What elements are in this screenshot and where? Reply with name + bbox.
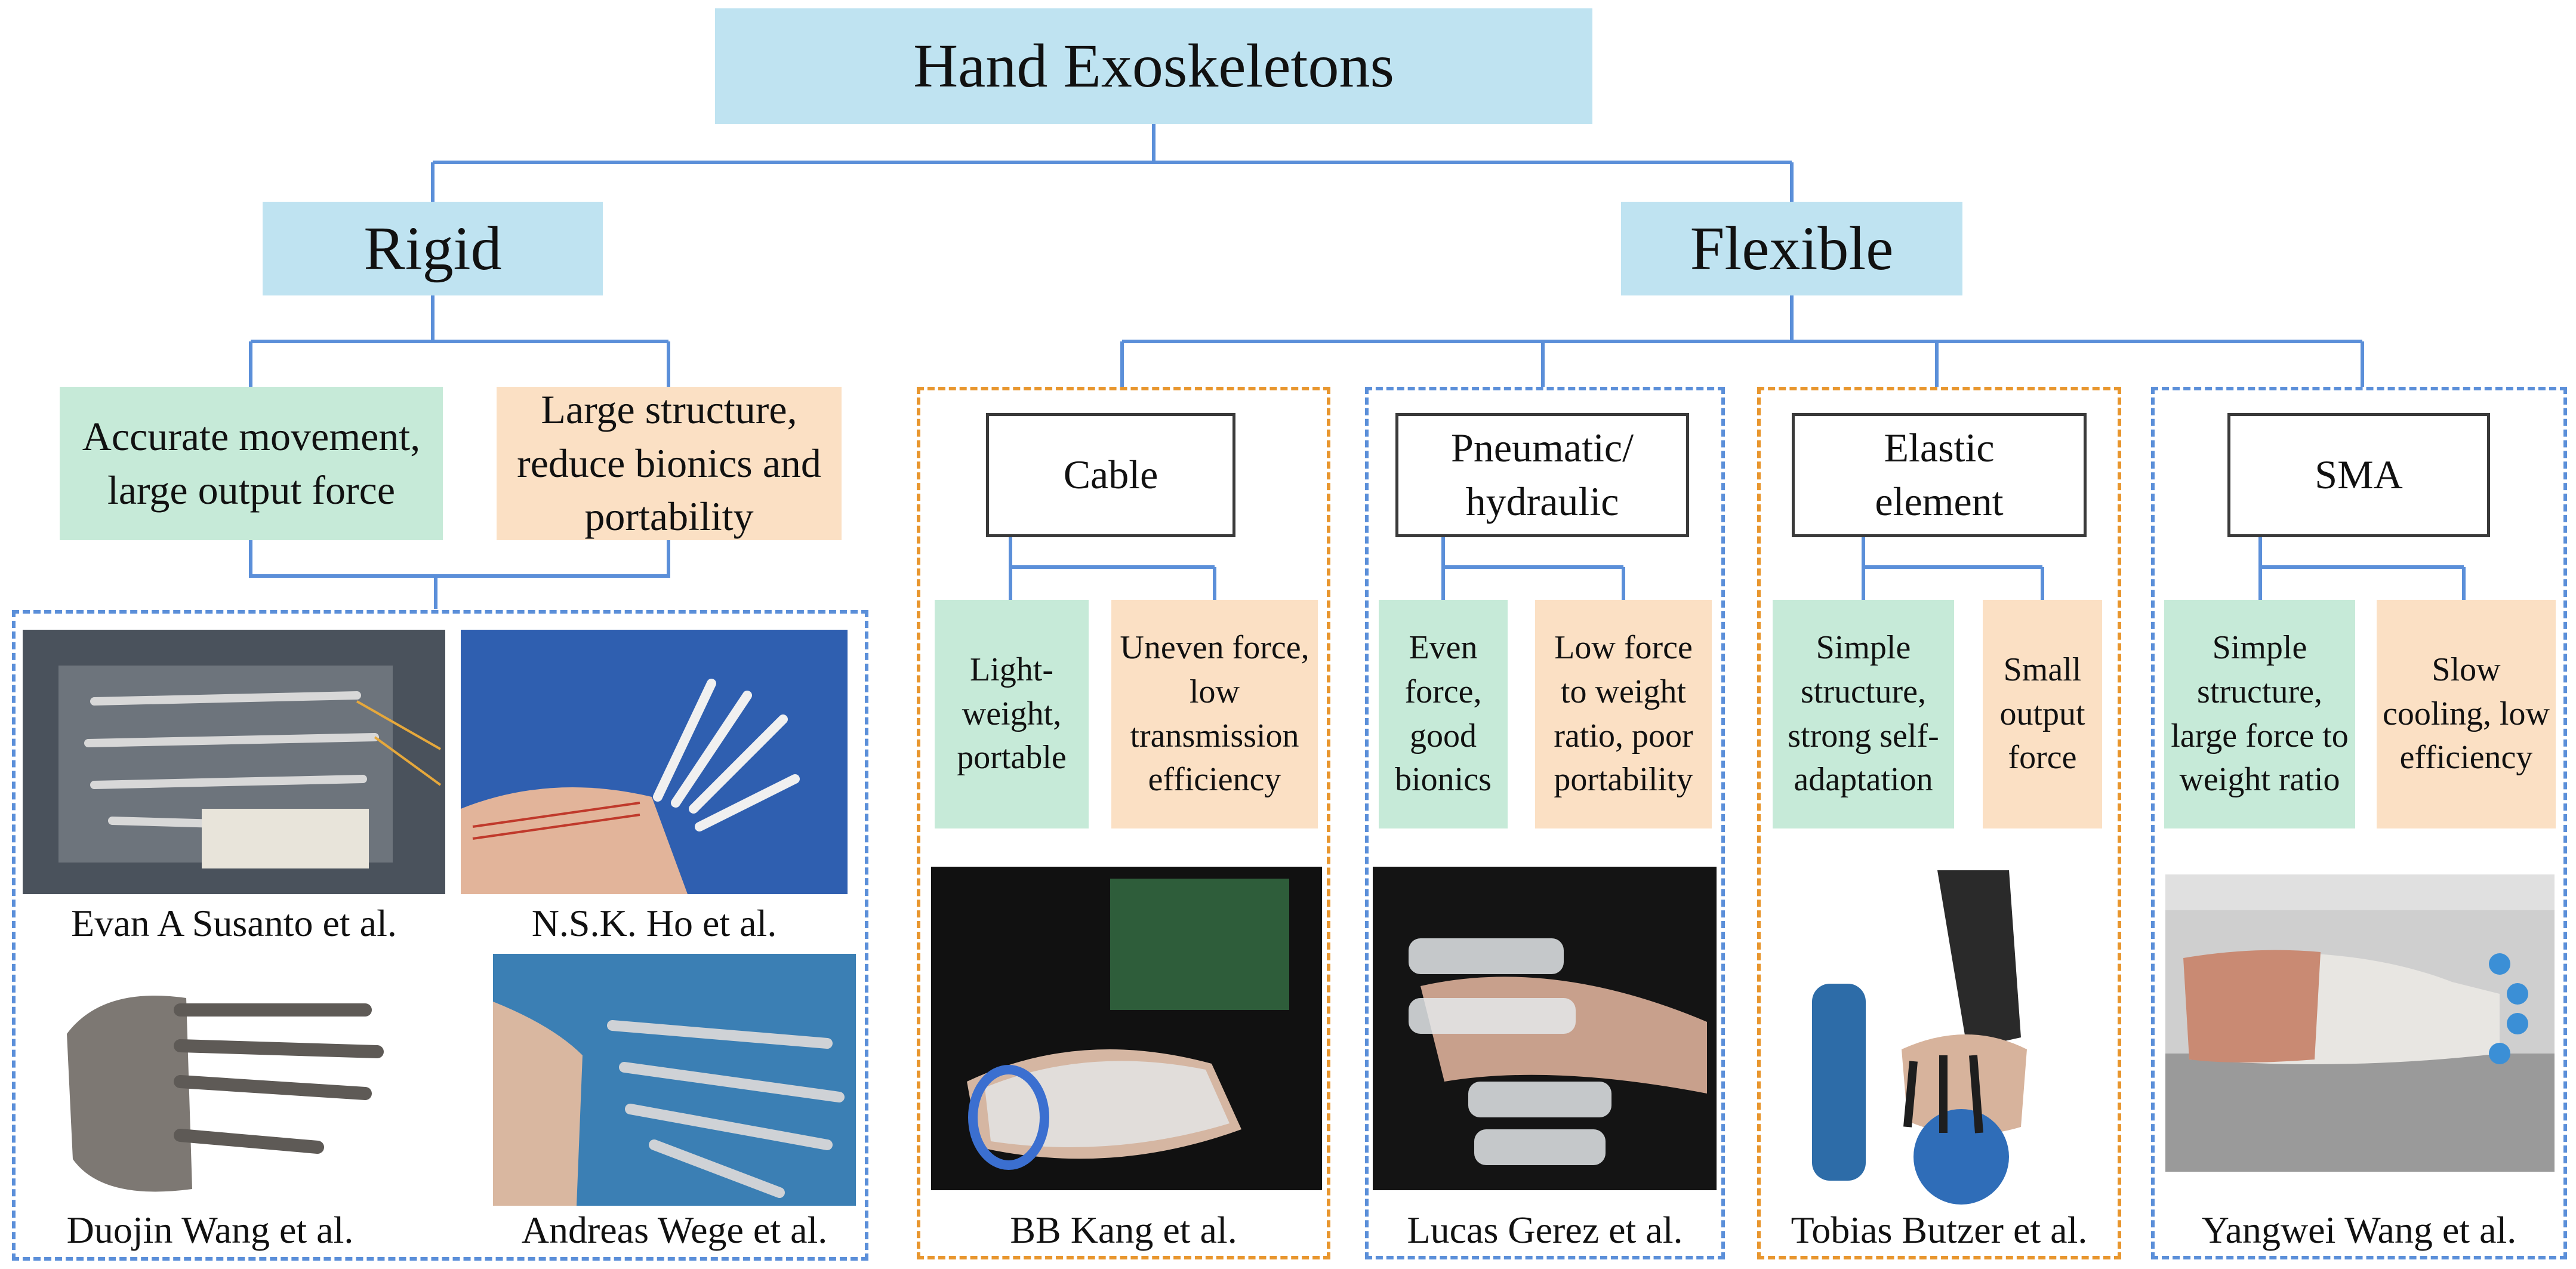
- elastic-node: Elastic element: [1792, 413, 2087, 537]
- sma-label: SMA: [2315, 452, 2403, 498]
- rigid-node: Rigid: [263, 202, 603, 295]
- pneumatic-advantage-text: Even force, good bionics: [1395, 629, 1492, 799]
- rigid-photo-wang: [31, 962, 389, 1207]
- caption-gerez: Lucas Gerez et al.: [1407, 1209, 1683, 1251]
- rigid-advantage-box: Accurate movement, large output force: [60, 387, 443, 540]
- sma-panel: [2151, 387, 2567, 1259]
- caption-wege: Andreas Wege et al.: [521, 1209, 828, 1251]
- caption-ho: N.S.K. Ho et al.: [531, 902, 777, 944]
- caption-yangwei-wang: Yangwei Wang et al.: [2201, 1209, 2517, 1251]
- connector-elastic: [1862, 537, 2044, 600]
- sma-photo-yangwei-wang: [2165, 874, 2555, 1172]
- rigid-examples-panel: [12, 610, 868, 1261]
- cable-disadvantage-text: Uneven force, low transmission efficienc…: [1120, 629, 1309, 799]
- cable-node: Cable: [986, 413, 1235, 537]
- connector-sma: [2258, 537, 2466, 600]
- pneumatic-node: Pneumatic/ hydraulic: [1395, 413, 1689, 537]
- rigid-photo-ho: [461, 630, 848, 894]
- pneumatic-photo-gerez: [1373, 867, 1717, 1190]
- cable-label: Cable: [1063, 452, 1158, 498]
- sma-disadvantage-box: Slow cooling, low efficiency: [2377, 600, 2556, 828]
- pneumatic-disadvantage-box: Low force to weight ratio, poor portabil…: [1535, 600, 1712, 828]
- elastic-photo-butzer: [1770, 846, 2110, 1211]
- cable-advantage-text: Light-weight, portable: [957, 651, 1067, 777]
- sma-node: SMA: [2227, 413, 2490, 537]
- elastic-panel: [1757, 387, 2121, 1259]
- rigid-photo-susanto: [23, 630, 445, 894]
- sma-advantage-text: Simple structure, large force to weight …: [2171, 629, 2349, 799]
- elastic-advantage-box: Simple structure, strong self-adaptation: [1773, 600, 1954, 828]
- caption-kang: BB Kang et al.: [1010, 1209, 1237, 1251]
- cable-advantage-box: Light-weight, portable: [935, 600, 1089, 828]
- elastic-disadvantage-box: Small output force: [1983, 600, 2102, 828]
- sma-disadvantage-text: Slow cooling, low efficiency: [2383, 651, 2550, 777]
- root-label: Hand Exoskeletons: [913, 32, 1394, 101]
- elastic-advantage-text: Simple structure, strong self-adaptation: [1788, 629, 1939, 799]
- pneumatic-label: Pneumatic/ hydraulic: [1451, 425, 1634, 524]
- caption-duojin-wang: Duojin Wang et al.: [66, 1209, 354, 1251]
- pneumatic-panel: [1365, 387, 1725, 1259]
- root-node: Hand Exoskeletons: [715, 8, 1592, 124]
- flexible-node: Flexible: [1621, 202, 1962, 295]
- elastic-label: Elastic element: [1875, 425, 2004, 524]
- rigid-disadvantage-box: Large structure, reduce bionics and port…: [497, 387, 842, 540]
- pneumatic-advantage-box: Even force, good bionics: [1379, 600, 1508, 828]
- caption-butzer: Tobias Butzer et al.: [1791, 1209, 2088, 1251]
- rigid-photo-wege: [493, 954, 856, 1206]
- rigid-disadvantage-text: Large structure, reduce bionics and port…: [517, 386, 821, 540]
- rigid-label: Rigid: [363, 214, 502, 283]
- cable-disadvantage-box: Uneven force, low transmission efficienc…: [1111, 600, 1318, 828]
- connector-flexible: [1120, 295, 2364, 387]
- connector-rigid: [249, 295, 670, 387]
- pneumatic-disadvantage-text: Low force to weight ratio, poor portabil…: [1554, 629, 1693, 799]
- caption-susanto: Evan A Susanto et al.: [71, 902, 397, 944]
- connector-pneumatic: [1441, 537, 1625, 600]
- flexible-label: Flexible: [1690, 214, 1894, 283]
- cable-photo-kang: [931, 867, 1322, 1190]
- connector-root: [431, 124, 1794, 202]
- rigid-advantage-text: Accurate movement, large output force: [82, 413, 421, 513]
- connector-rigid-images: [249, 540, 670, 609]
- elastic-disadvantage-text: Small output force: [1999, 651, 2085, 777]
- connector-cable: [1009, 537, 1216, 600]
- cable-panel: [917, 387, 1330, 1259]
- sma-advantage-box: Simple structure, large force to weight …: [2164, 600, 2355, 828]
